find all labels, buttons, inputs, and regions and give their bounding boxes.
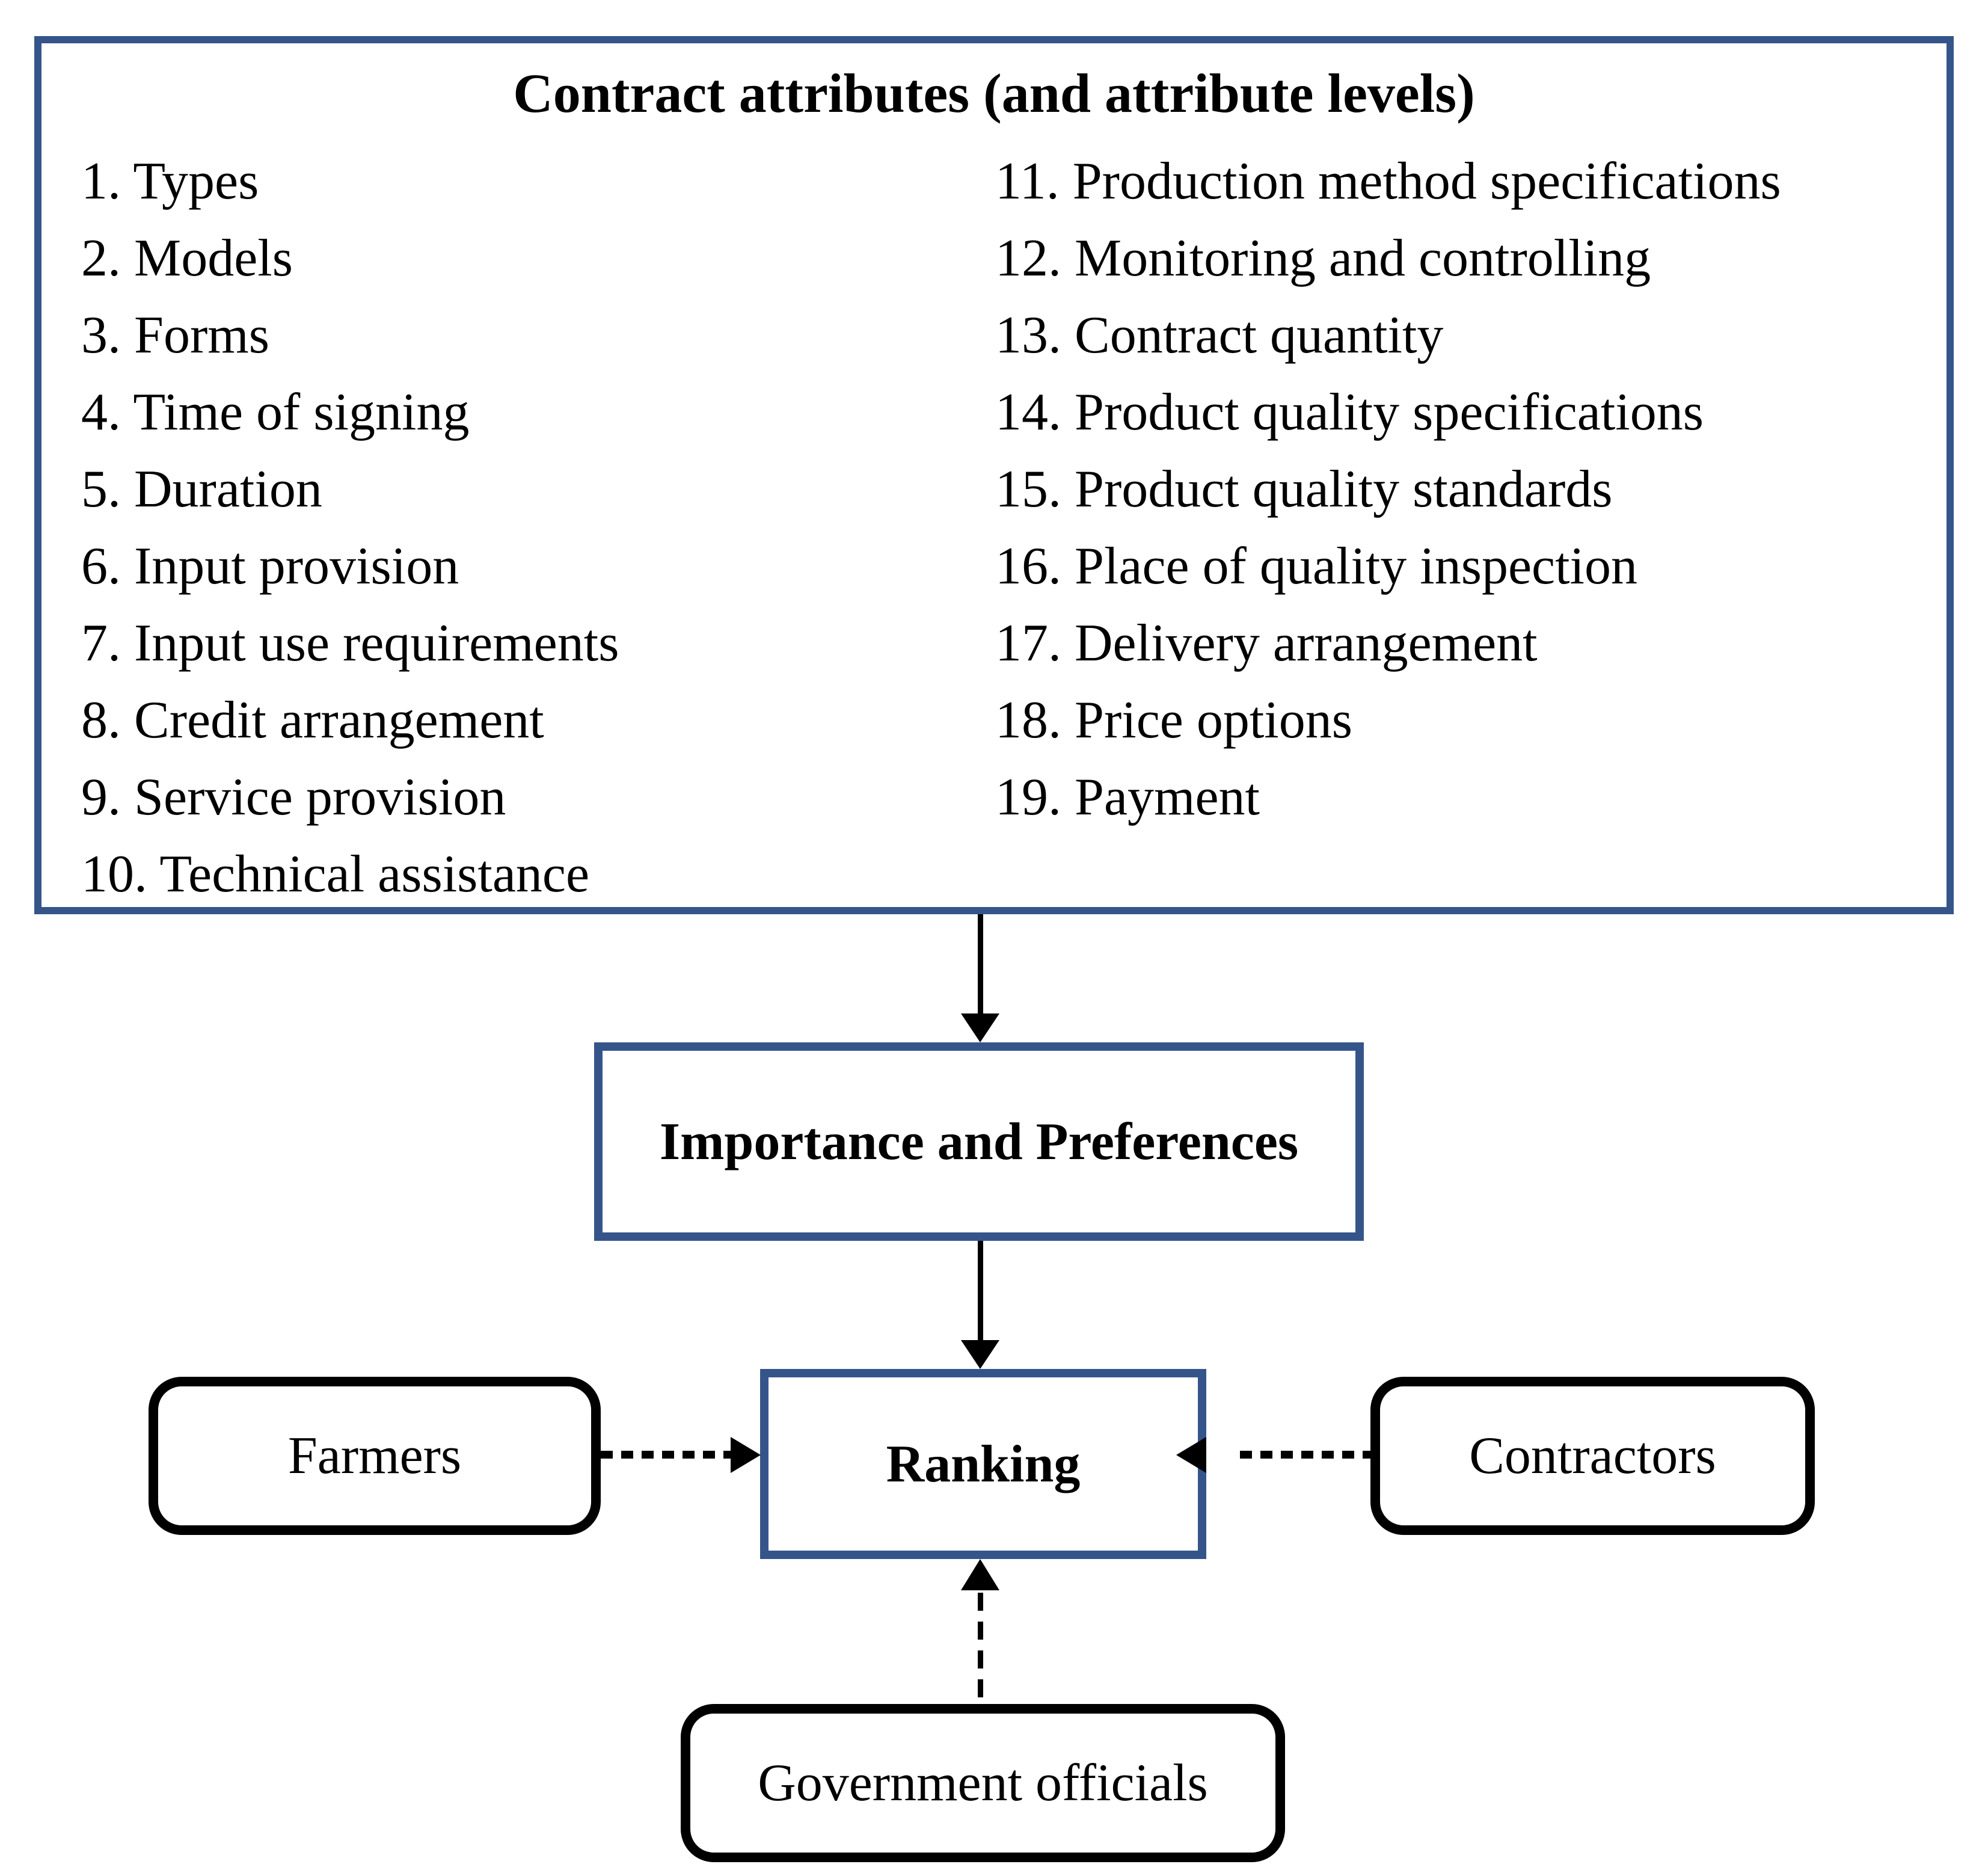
government-officials-box: Government officials xyxy=(681,1704,1285,1862)
dashed-arrow-farmers-to-ranking-line xyxy=(601,1451,731,1459)
arrowhead-right-icon xyxy=(731,1437,761,1473)
attribute-item: 17. Delivery arrangement xyxy=(995,614,1538,672)
attribute-item: 11. Production method specifications xyxy=(995,152,1781,211)
attribute-item: 8. Credit arrangement xyxy=(81,691,544,749)
ranking-label: Ranking xyxy=(886,1435,1081,1493)
attribute-item: 18. Price options xyxy=(995,691,1352,749)
farmers-box: Farmers xyxy=(149,1377,601,1535)
attribute-item: 5. Duration xyxy=(81,460,322,518)
attribute-item: 1. Types xyxy=(81,152,259,211)
attribute-item: 19. Payment xyxy=(995,768,1260,826)
attribute-item: 13. Contract quantity xyxy=(995,306,1444,364)
contract-attributes-title: Contract attributes (and attribute level… xyxy=(513,63,1475,124)
attribute-item: 16. Place of quality inspection xyxy=(995,537,1637,595)
dashed-arrow-government-to-ranking-line xyxy=(978,1593,983,1704)
arrow-attributes-to-importance-line xyxy=(978,914,983,1013)
importance-preferences-label: Importance and Preferences xyxy=(659,1112,1299,1171)
attribute-item: 12. Monitoring and controlling xyxy=(995,229,1651,288)
attribute-item: 2. Models xyxy=(81,229,293,288)
arrow-importance-to-ranking-line xyxy=(978,1241,983,1340)
attribute-item: 9. Service provision xyxy=(81,768,506,826)
attributes-list-left: 1. Types 2. Models 3. Forms 4. Time of sign… xyxy=(81,143,619,913)
dashed-arrow-contractors-to-ranking-line xyxy=(1240,1451,1370,1459)
attributes-list-right: 11. Production method specifications 12. … xyxy=(995,143,1781,836)
contractors-label: Contractors xyxy=(1469,1427,1716,1485)
attribute-item: 10. Technical assistance xyxy=(81,845,590,903)
ranking-box: Ranking xyxy=(760,1369,1206,1559)
attribute-item: 7. Input use requirements xyxy=(81,614,619,672)
arrowhead-left-icon xyxy=(1176,1437,1206,1473)
contractors-box: Contractors xyxy=(1370,1377,1815,1535)
arrowhead-up-icon xyxy=(961,1559,999,1590)
attribute-item: 4. Time of signing xyxy=(81,383,470,441)
contract-attributes-box xyxy=(34,36,1954,914)
arrowhead-down-icon xyxy=(961,1340,999,1369)
farmers-label: Farmers xyxy=(287,1427,462,1485)
arrowhead-down-icon xyxy=(961,1013,999,1042)
importance-preferences-box: Importance and Preferences xyxy=(594,1042,1364,1241)
government-officials-label: Government officials xyxy=(758,1754,1208,1812)
attribute-item: 15. Product quality standards xyxy=(995,460,1613,518)
attribute-item: 6. Input provision xyxy=(81,537,459,595)
attribute-item: 3. Forms xyxy=(81,306,269,364)
attribute-item: 14. Product quality specifications xyxy=(995,383,1704,441)
